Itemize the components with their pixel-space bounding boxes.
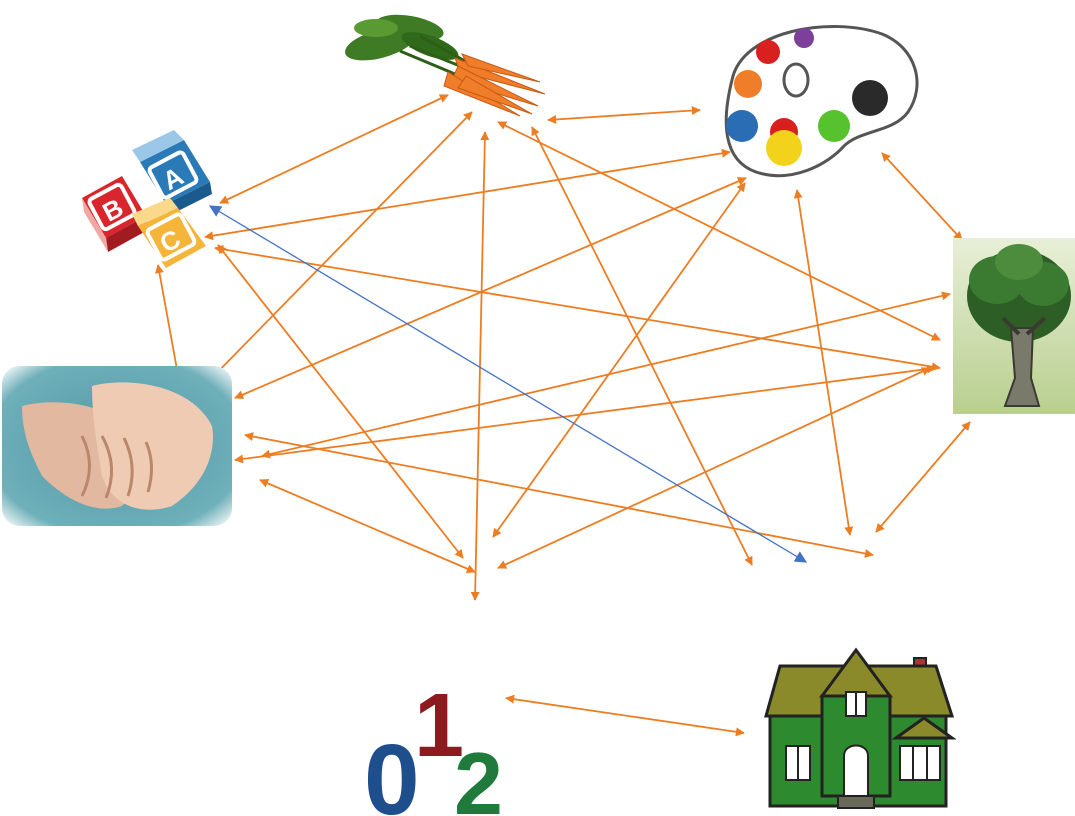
orange-arrow-20 — [505, 694, 745, 737]
orange-arrow-4 — [204, 111, 473, 386]
orange-arrow-5 — [470, 131, 490, 601]
orange-arrow-1 — [547, 106, 701, 124]
orange-arrow-11 — [261, 291, 951, 459]
orange-arrow-7 — [155, 264, 181, 376]
digit-2: 2 — [454, 734, 503, 816]
orange-arrow-14 — [259, 479, 476, 573]
tree-icon — [953, 238, 1075, 414]
orange-arrow-13 — [244, 432, 874, 558]
blue-arrow-21 — [208, 205, 808, 563]
orange-arrow-8 — [214, 244, 941, 372]
holding-hands-icon — [2, 366, 232, 526]
orange-arrow-18 — [881, 152, 963, 241]
paint-palette-icon — [724, 25, 919, 178]
abc-blocks-icon: B A C — [82, 130, 212, 268]
digit-0: 0 — [364, 724, 420, 816]
orange-arrow-16 — [497, 367, 931, 569]
numbers-012-icon: 0 1 2 — [364, 676, 503, 816]
digit-1: 1 — [414, 676, 464, 776]
orange-arrow-3 — [204, 148, 731, 241]
arrow-layer — [155, 94, 971, 737]
orange-arrow-15 — [492, 182, 746, 538]
carrots-icon — [345, 14, 546, 117]
orange-arrow-17 — [793, 189, 854, 536]
orange-arrow-9 — [217, 244, 464, 559]
green-house-icon — [764, 647, 956, 809]
orange-arrow-19 — [875, 421, 971, 533]
